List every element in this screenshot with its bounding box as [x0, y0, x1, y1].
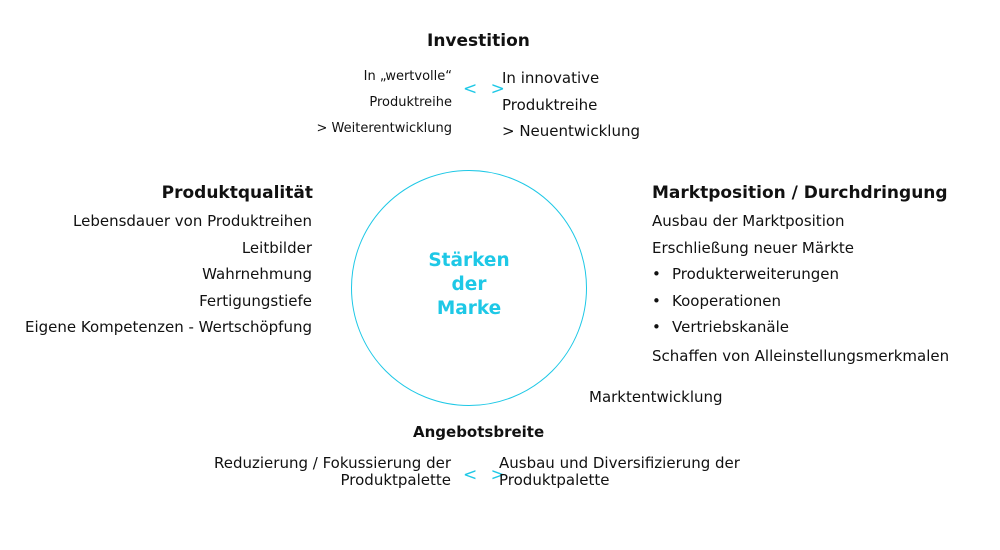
investition-left-line: > Weiterentwicklung [316, 121, 452, 136]
marktposition-list: Ausbau der Marktposition Erschließung ne… [652, 208, 854, 341]
bullet-text: Kooperationen [672, 291, 782, 310]
produktqualitaet-list: Lebensdauer von Produktreihen Leitbilder… [25, 208, 312, 341]
bullet-text: Produkterweiterungen [672, 265, 839, 283]
center-title-line: Stärken [428, 250, 510, 271]
angebotsbreite-heading: Angebotsbreite [413, 423, 545, 441]
investition-heading: Investition [427, 31, 530, 51]
investition-right-block: In innovative Produktreihe > Neuentwickl… [502, 65, 640, 145]
marktentwicklung-label: Marktentwicklung [589, 388, 723, 406]
produktqualitaet-heading: Produktqualität [161, 183, 313, 203]
produktqualitaet-item: Eigene Kompetenzen - Wertschöpfung [24, 318, 312, 336]
marktposition-final-item: Schaffen von Alleinstellungsmerkmalen [652, 347, 950, 365]
marktposition-heading: Marktposition / Durchdringung [652, 183, 948, 203]
center-title-line: Marke [436, 298, 502, 319]
angebotsbreite-left-line: Produktpalette [340, 471, 452, 489]
angebotsbreite-right-block: Ausbau und Diversifizierung der Produktp… [499, 455, 740, 489]
marktposition-item: Ausbau der Marktposition [652, 212, 845, 230]
investition-right-line: In innovative [502, 69, 600, 87]
angebotsbreite-right-line: Ausbau und Diversifizierung der [499, 454, 740, 472]
investition-arrows-icon: < > [463, 79, 509, 99]
produktqualitaet-item: Wahrnehmung [202, 265, 312, 283]
marktposition-bullet-item: • Produkterweiterungen [652, 261, 854, 288]
investition-left-block: In „wertvolle“ Produktreihe > Weiterentw… [317, 64, 452, 142]
investition-left-line: Produktreihe [369, 95, 452, 110]
marktposition-bullet-item: • Kooperationen [652, 288, 854, 315]
bullet-text: Vertriebskanäle [672, 318, 789, 336]
marktposition-bullet-item: • Vertriebskanäle [652, 314, 854, 341]
center-title: Stärken der Marke [351, 249, 587, 321]
angebotsbreite-arrows-icon: < > [463, 465, 509, 485]
bullet-icon: • [652, 291, 661, 310]
produktqualitaet-item: Leitbilder [241, 238, 312, 257]
investition-left-line: In „wertvolle“ [363, 69, 452, 84]
investition-right-line: Produktreihe [502, 95, 598, 114]
center-title-line: der [451, 274, 487, 295]
marktposition-item: Erschließung neuer Märkte [652, 238, 855, 257]
center-circle [351, 170, 587, 406]
investition-right-line: > Neuentwicklung [502, 122, 640, 140]
angebotsbreite-right-line: Produktpalette [499, 471, 610, 489]
angebotsbreite-left-line: Reduzierung / Fokussierung der [214, 454, 451, 472]
bullet-icon: • [652, 265, 661, 283]
bullet-icon: • [652, 318, 661, 336]
produktqualitaet-item: Fertigungstiefe [199, 291, 312, 310]
produktqualitaet-item: Lebensdauer von Produktreihen [73, 212, 312, 230]
angebotsbreite-left-block: Reduzierung / Fokussierung der Produktpa… [214, 455, 451, 489]
